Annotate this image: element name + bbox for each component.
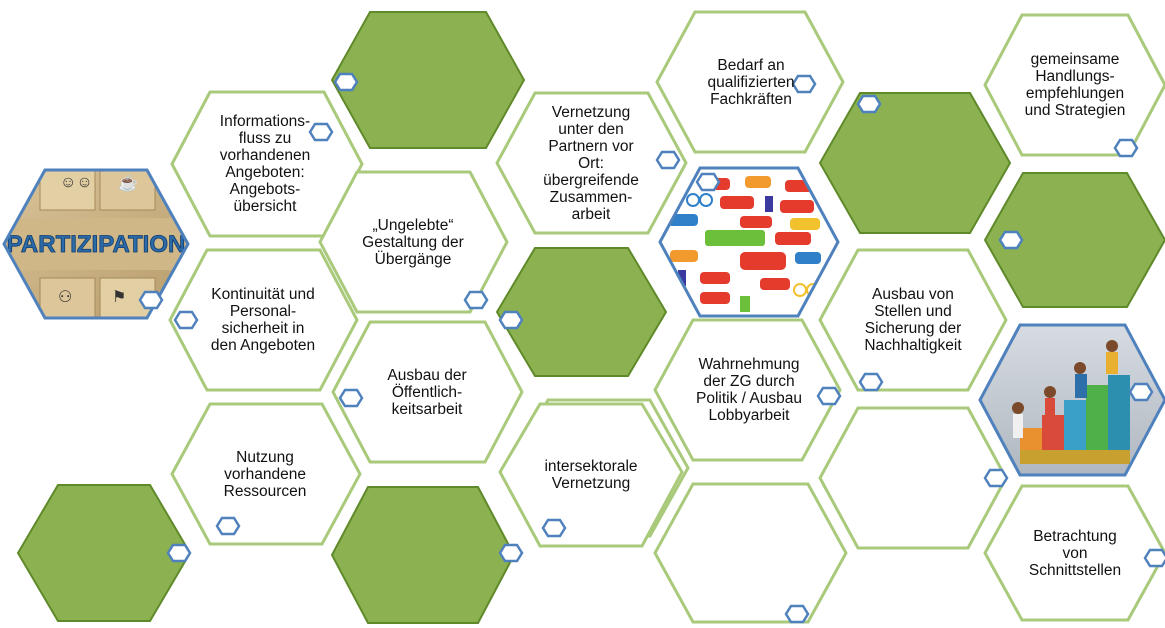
label-intersektorale: intersektorale Vernetzung <box>544 458 638 492</box>
partizipation-image: ☺☺ ☕ ⚇ ⚑ PARTIZIPATION <box>2 168 190 320</box>
marker-hex-icon <box>333 72 359 92</box>
svg-text:☺☺: ☺☺ <box>60 174 93 191</box>
marker-hex-icon <box>655 150 681 170</box>
marker-hex-icon <box>138 290 164 310</box>
green-hex-top-center <box>330 11 526 149</box>
hex-outline-oeffentlichkeit <box>331 320 524 464</box>
hex-outline-nutzung <box>170 402 362 546</box>
marker-hex-icon <box>816 386 842 406</box>
hex-outline-kontinuitaet <box>168 248 359 392</box>
marker-hex-icon <box>983 468 1009 488</box>
marker-hex-icon <box>998 230 1024 250</box>
label-ungelebte-gestaltung: „Ungelebte“ Gestaltung der Übergänge <box>362 216 464 268</box>
label-oeffentlichkeitsarbeit: Ausbau der Öffentlich- keitsarbeit <box>387 366 467 418</box>
svg-text:☕: ☕ <box>118 173 138 192</box>
green-hex-right-upper <box>818 92 1012 234</box>
label-vernetzung-partner: Vernetzung unter den Partnern vor Ort: ü… <box>543 103 639 223</box>
green-hex-middle-center <box>495 247 668 377</box>
green-hex-bottom-center <box>330 486 516 624</box>
hex-outline-ausbau-stellen <box>818 248 1008 392</box>
hex-outline-schnittstellen <box>983 484 1165 622</box>
label-kontinuitaet: Kontinuität und Personal- sicherheit in … <box>210 286 316 354</box>
hex-outline-empty-bottom-mid <box>653 482 848 624</box>
marker-hex-icon <box>498 310 524 330</box>
marker-hex-icon <box>695 172 721 192</box>
marker-hex-icon <box>498 543 524 563</box>
marker-hex-icon <box>166 543 192 563</box>
marker-hex-icon <box>1128 382 1154 402</box>
hex-outline-empty-right-lower <box>818 406 1008 550</box>
label-handlungsempfehlungen: gemeinsame Handlungs- empfehlungen und S… <box>1024 51 1126 119</box>
green-hex-far-right <box>983 172 1165 308</box>
label-nutzung-ressourcen: Nutzung vorhandene Ressourcen <box>223 448 307 500</box>
hex-outline-bedarf <box>655 10 845 154</box>
marker-hex-icon <box>463 290 489 310</box>
marker-hex-icon <box>791 74 817 94</box>
hex-outline-wahrnehmung <box>653 318 842 462</box>
hex-outline-handlungsempfehlungen <box>983 13 1165 157</box>
marker-hex-icon <box>858 372 884 392</box>
marker-hex-icon <box>784 604 810 624</box>
hex-outline-ungelebte <box>318 170 509 314</box>
label-informationsfluss: Informations- fluss zu vorhandenen Angeb… <box>219 113 311 215</box>
label-wahrnehmung-politik: Wahrnehmung der ZG durch Politik / Ausba… <box>696 356 802 424</box>
marker-hex-icon <box>856 94 882 114</box>
label-bedarf-fachkraefte: Bedarf an qualifizierten Fachkräften <box>707 56 795 108</box>
marker-hex-icon <box>215 516 241 536</box>
green-hex-bottom-left <box>16 484 192 622</box>
traffic-pattern-icon <box>658 166 840 318</box>
marker-hex-icon <box>173 310 199 330</box>
partizipation-label: PARTIZIPATION <box>7 231 186 258</box>
svg-text:⚇: ⚇ <box>58 289 72 306</box>
marker-hex-icon <box>308 122 334 142</box>
hex-outline-intersektorale <box>498 402 684 548</box>
marker-hex-icon <box>1113 138 1139 158</box>
hex-outline-vernetzung <box>495 91 688 235</box>
marker-hex-icon <box>1143 548 1165 568</box>
marker-hex-icon <box>541 518 567 538</box>
svg-text:⚑: ⚑ <box>112 289 126 306</box>
marker-hex-icon <box>338 388 364 408</box>
children-on-blocks-icon <box>978 323 1165 477</box>
label-ausbau-stellen: Ausbau von Stellen und Sicherung der Nac… <box>864 286 962 354</box>
label-schnittstellen: Betrachtung von Schnittstellen <box>1028 527 1122 579</box>
